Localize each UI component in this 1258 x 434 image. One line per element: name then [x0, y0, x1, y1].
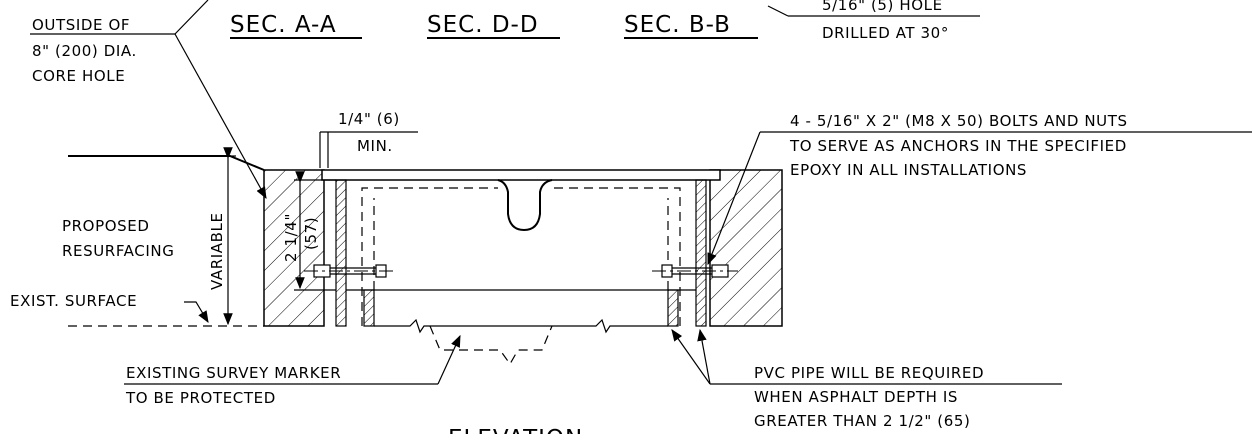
survey-note-line2: TO BE PROTECTED: [125, 389, 276, 407]
core-diameter-note: 8" (200) DIA.: [32, 42, 137, 60]
pvc-note-leader-a: [671, 329, 711, 385]
section-label-dd: SEC. D-D: [427, 12, 539, 38]
pvc-note-line3: GREATER THAN 2 1/2" (65): [754, 412, 970, 430]
existing-surface-break: [374, 318, 668, 334]
housing-hidden-left: [361, 187, 498, 326]
survey-note-line1: EXISTING SURVEY MARKER: [126, 364, 341, 382]
section-label-aa: SEC. A-A: [230, 12, 337, 38]
existing-surface-leader: [184, 301, 209, 324]
proposed-surface-line: [68, 155, 265, 171]
pvc-note-line2: WHEN ASPHALT DEPTH IS: [754, 388, 958, 406]
pvc-note-leader-b: [697, 328, 711, 385]
concrete-left: [263, 169, 325, 327]
bolt-left: [304, 264, 396, 278]
pvc-wall-left: [335, 179, 347, 327]
pvc-wall-right: [695, 179, 707, 327]
view-title: ELEVATION: [448, 426, 583, 434]
pvc-wall-right-lower: [667, 289, 679, 327]
core-note-leader-top: [174, 0, 209, 35]
core-hole-note: CORE HOLE: [32, 67, 125, 85]
existing-surface-label: EXIST. SURFACE: [10, 292, 137, 310]
dim-57-inch: 2 1/4": [282, 213, 300, 262]
min-gap-value: 1/4" (6): [338, 110, 400, 128]
core-note-leader-arrow: [174, 33, 267, 200]
bolts-note-line2: TO SERVE AS ANCHORS IN THE SPECIFIED: [789, 137, 1127, 155]
min-label: MIN.: [357, 137, 393, 155]
section-label-bb: SEC. B-B: [624, 12, 731, 38]
survey-marker-hidden: [429, 325, 553, 366]
drilled-note: DRILLED AT 30°: [822, 24, 949, 42]
outside-of-note: OUTSIDE OF: [32, 16, 130, 34]
cover-lug: [497, 179, 553, 232]
pvc-note-line1: PVC PIPE WILL BE REQUIRED: [754, 364, 984, 382]
proposed-label: PROPOSED: [62, 217, 149, 235]
hole-note-leader: [767, 5, 789, 17]
bolts-note-line1: 4 - 5/16" X 2" (M8 X 50) BOLTS AND NUTS: [790, 112, 1128, 130]
variable-label: VARIABLE: [208, 212, 226, 290]
housing-hidden-right: [552, 187, 681, 326]
bolts-note-line3: EPOXY IN ALL INSTALLATIONS: [790, 161, 1027, 179]
dim-57-mm: (57): [302, 217, 320, 250]
bolt-right: [652, 264, 738, 278]
survey-note-leader: [437, 334, 461, 385]
pvc-wall-left-lower: [363, 289, 375, 327]
concrete-right: [709, 169, 783, 327]
resurfacing-label: RESURFACING: [62, 242, 174, 260]
hole-size-note: 5/16" (5) HOLE: [822, 0, 943, 14]
cover-plate: [321, 169, 721, 181]
